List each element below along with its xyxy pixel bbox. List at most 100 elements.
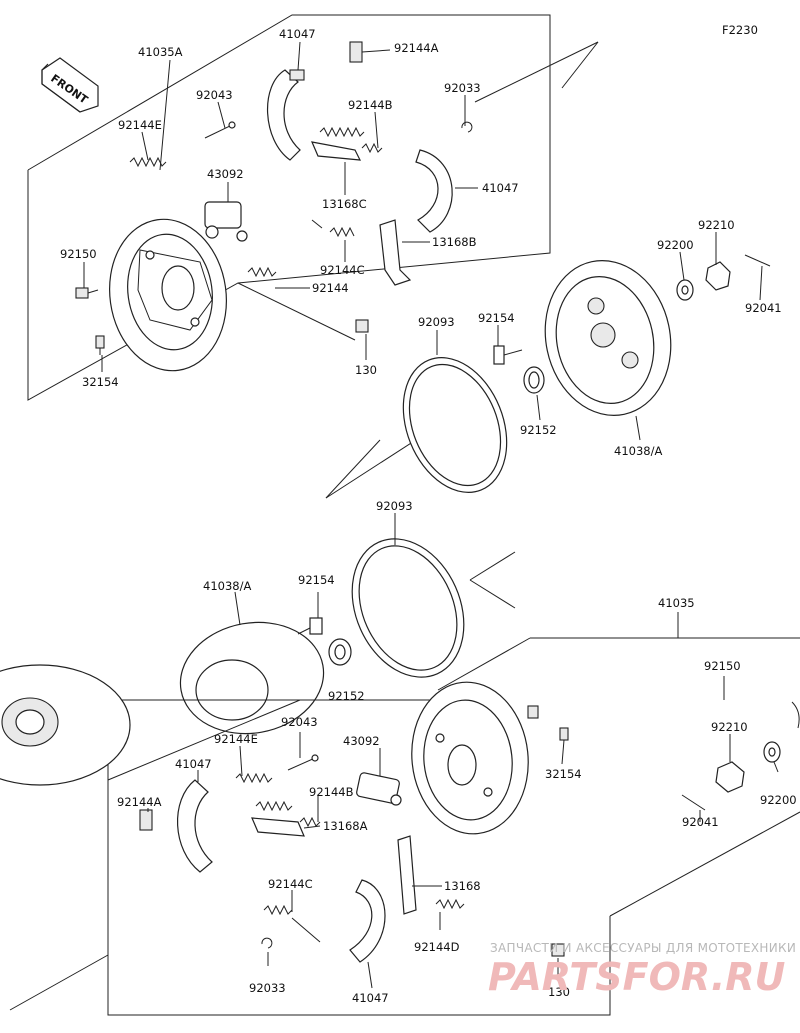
label-92200: 92200	[657, 238, 694, 252]
washer-92200-upper	[676, 279, 694, 301]
label-41047-b: 41047	[482, 181, 519, 195]
label-13168: 13168	[444, 879, 481, 893]
label-41035: 41035	[658, 596, 695, 610]
lever-13168B	[379, 219, 412, 286]
bolt-130-lower	[551, 943, 565, 957]
brake-drum-41038A-lower	[179, 621, 325, 735]
label-92144B-lower: 92144B	[309, 785, 354, 799]
backing-plate-upper	[108, 218, 228, 372]
spring-92144C-upper	[311, 219, 355, 238]
label-92152: 92152	[520, 423, 557, 437]
label-92200-lower: 92200	[760, 793, 797, 807]
watermark: ЗАПЧАСТИ И АКСЕССУАРЫ ДЛЯ МОТОТЕХНИКИ PA…	[488, 941, 796, 999]
brake-shoe-41047-lower-left	[176, 779, 213, 873]
label-13168B: 13168B	[432, 235, 477, 249]
label-32154: 32154	[82, 375, 119, 389]
label-92041: 92041	[745, 301, 782, 315]
spring-92144B-lower	[255, 800, 321, 828]
label-92150: 92150	[60, 247, 97, 261]
nut-92210-lower	[715, 761, 745, 793]
bolt-92154-upper	[493, 345, 523, 365]
label-92041-lower: 92041	[682, 815, 719, 829]
label-43092: 43092	[207, 167, 244, 181]
bolt-92154-lower	[297, 617, 323, 635]
figure-code: F2230	[722, 23, 758, 37]
pin-92043-upper	[204, 121, 236, 139]
label-92144D: 92144D	[414, 940, 460, 954]
label-13168A: 13168A	[323, 819, 368, 833]
wheel-cylinder-43092-upper	[204, 201, 248, 242]
label-92144: 92144	[312, 281, 349, 295]
label-92152-lower: 92152	[328, 689, 365, 703]
label-32154-lower: 32154	[545, 767, 582, 781]
label-92154: 92154	[478, 311, 515, 325]
lever-13168C	[311, 141, 362, 161]
bearing-92152-upper	[523, 366, 545, 394]
label-92043-lower: 92043	[281, 715, 318, 729]
label-92093-lower: 92093	[376, 499, 413, 513]
upper-frame	[27, 14, 599, 499]
clip-92144A-upper	[349, 41, 363, 63]
drum-edge-right	[791, 701, 800, 729]
spring-92144E-lower	[235, 772, 273, 784]
spring-92144C-lower	[263, 904, 321, 943]
spring-92144B-upper	[319, 126, 383, 154]
label-41047: 41047	[279, 27, 316, 41]
wheel-cylinder-43092-lower	[356, 772, 402, 806]
brake-drum-41038A-upper	[544, 260, 672, 416]
label-92144C: 92144C	[320, 263, 365, 277]
brake-shoe-41047-upper-left	[266, 69, 305, 161]
nipple-32154-lower	[559, 727, 569, 741]
lever-13168	[397, 835, 417, 915]
label-41038A-lower: 41038/A	[203, 579, 251, 593]
washer-92200-lower	[763, 741, 781, 763]
label-41047-lower: 41047	[175, 757, 212, 771]
seal-92093-lower	[351, 538, 465, 678]
label-41035A: 41035A	[138, 45, 183, 59]
watermark-brand: PARTSFOR.RU	[488, 955, 786, 999]
label-130: 130	[355, 363, 377, 377]
brake-shoe-41047-lower-right	[349, 879, 386, 963]
label-92043: 92043	[196, 88, 233, 102]
label-92033: 92033	[444, 81, 481, 95]
bolt-130-upper	[355, 319, 369, 333]
clip-92144A-lower	[139, 809, 153, 831]
label-92093: 92093	[418, 315, 455, 329]
front-arrow-icon: FRONT	[41, 57, 99, 113]
seal-92093-upper	[402, 357, 508, 493]
label-92210-lower: 92210	[711, 720, 748, 734]
ring-92033-upper	[461, 121, 473, 133]
label-92033-lower: 92033	[249, 981, 286, 995]
ring-92033-lower	[261, 937, 273, 949]
nut-92210-upper	[705, 261, 731, 291]
label-41047-lower-b: 41047	[352, 991, 389, 1005]
part-labels: F2230 41035A 41047 92144A 92043 92144E 9…	[60, 23, 797, 1005]
label-92144B: 92144B	[348, 98, 393, 112]
label-13168C: 13168C	[322, 197, 367, 211]
bearing-92152-lower	[328, 638, 352, 666]
watermark-tagline: ЗАПЧАСТИ И АКСЕССУАРЫ ДЛЯ МОТОТЕХНИКИ	[490, 941, 796, 955]
wheel-hub-lower-left	[0, 664, 131, 786]
brake-shoe-41047-upper-right	[415, 149, 453, 233]
label-92150-lower: 92150	[704, 659, 741, 673]
label-92210: 92210	[698, 218, 735, 232]
label-92144E: 92144E	[118, 118, 162, 132]
leader-lines	[83, 41, 779, 989]
label-92154-lower: 92154	[298, 573, 335, 587]
backing-plate-lower	[411, 681, 529, 835]
label-130-lower: 130	[548, 985, 570, 999]
label-41038A: 41038/A	[614, 444, 662, 458]
cotter-pin-92041-lower	[681, 794, 706, 811]
bolt-92150-upper	[75, 287, 99, 299]
lever-13168A	[251, 817, 305, 837]
bolt-lower-backing	[527, 705, 539, 719]
label-92144E-lower: 92144E	[214, 732, 258, 746]
spring-92144E-upper	[129, 156, 167, 168]
label-92144C-lower: 92144C	[268, 877, 313, 891]
pin-92043-lower	[287, 754, 319, 771]
cotter-pin-92041-upper	[744, 254, 771, 267]
label-92144A: 92144A	[394, 41, 439, 55]
label-92144A-lower: 92144A	[117, 795, 162, 809]
